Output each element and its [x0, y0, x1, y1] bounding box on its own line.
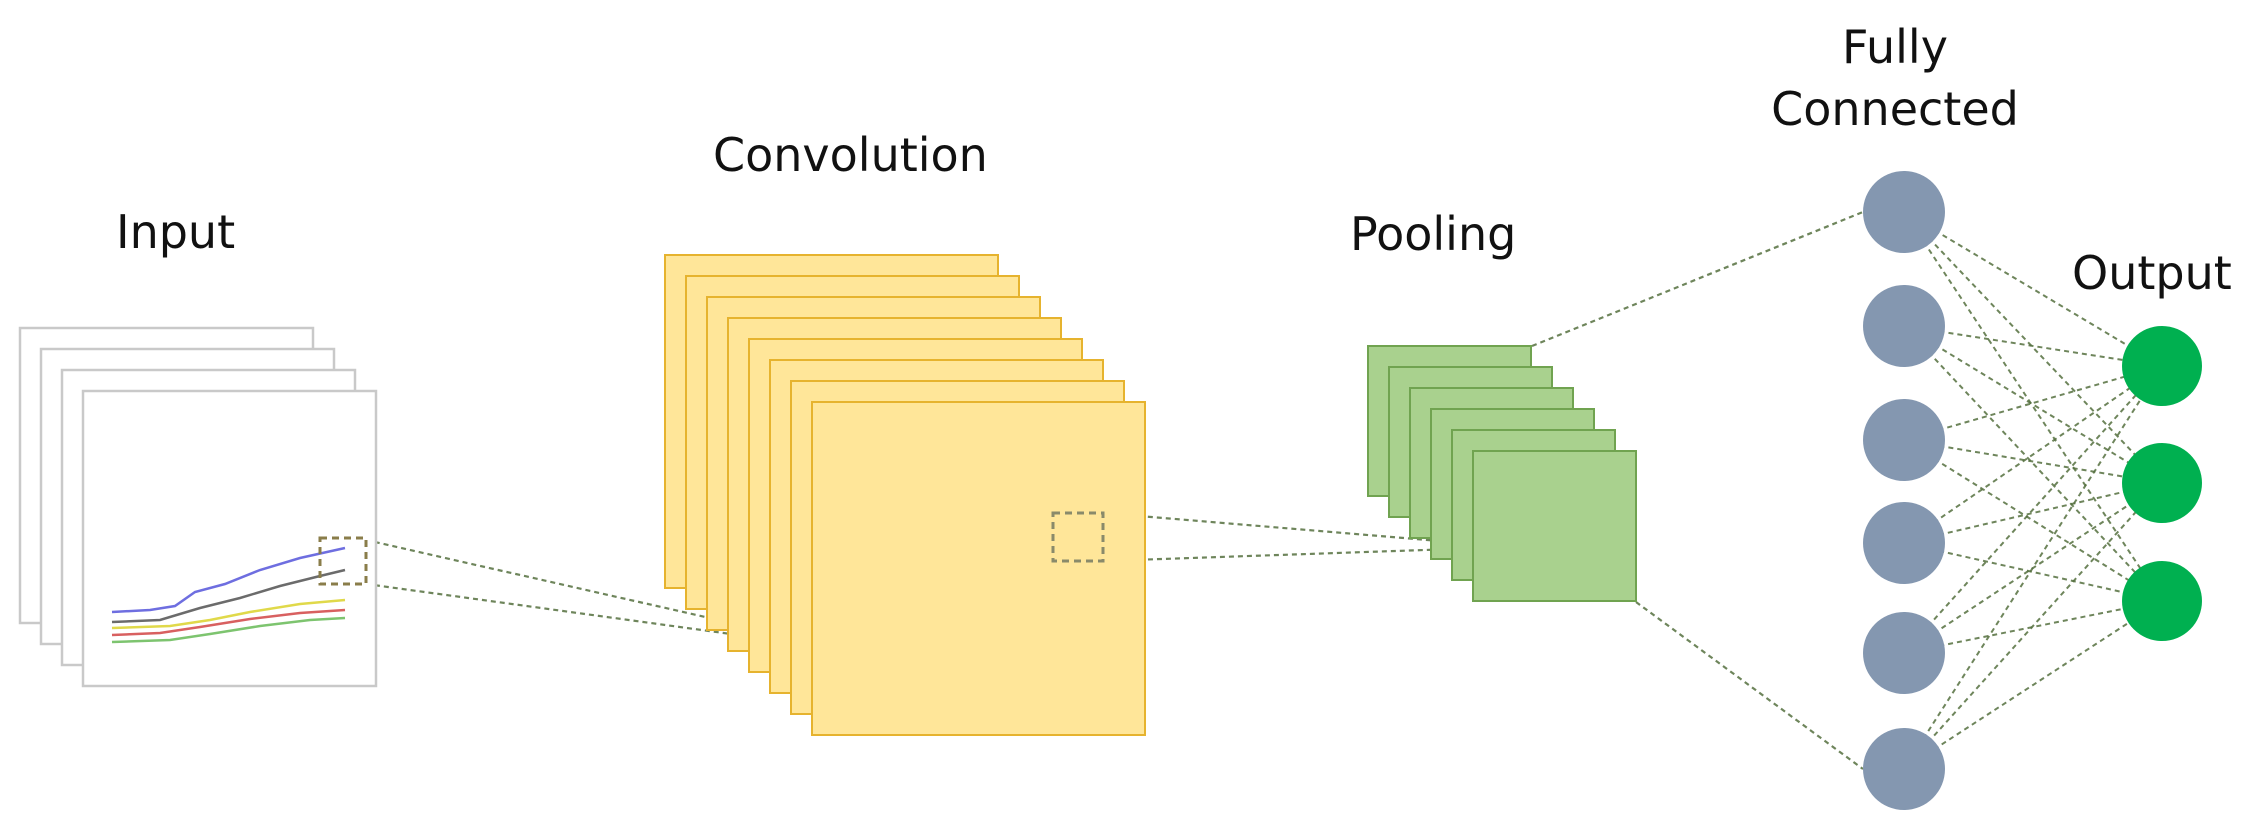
fc-to-output-edge: [1903, 365, 2163, 544]
output-node: [2122, 326, 2202, 406]
signal-plot-line: [111, 546, 346, 614]
fc-node: [1863, 612, 1945, 694]
fc-node: [1863, 285, 1945, 367]
fc-node: [1863, 728, 1945, 810]
input-receptive-field-box: [318, 536, 368, 586]
fc-to-output-edge: [1903, 439, 2163, 484]
input-to-convolution-line: [365, 582, 856, 653]
pooling-feature-map: [1472, 450, 1637, 602]
signal-plot-line: [111, 616, 346, 644]
fully-connected-edges: [1903, 211, 2163, 770]
fully-connected-label: Fully Connected: [1771, 20, 2019, 136]
fc-to-output-edge: [1903, 542, 2163, 602]
convolution-label: Convolution: [713, 128, 988, 182]
input-label: Input: [116, 205, 236, 259]
fc-to-output-edge: [1903, 211, 2163, 602]
fc-to-output-edge: [1903, 482, 2163, 544]
fc-node: [1863, 502, 1945, 584]
input-sheet: [81, 389, 378, 688]
signal-plot-line: [111, 598, 346, 630]
pooling-label: Pooling: [1350, 207, 1517, 261]
fully-connected-nodes: [1863, 171, 1945, 810]
convolution-stack: [664, 254, 1146, 736]
pooling-to-fc-line: [1635, 601, 1864, 770]
output-nodes: [2122, 326, 2202, 641]
fc-to-output-edge: [1903, 365, 2163, 654]
fc-to-output-edge: [1903, 325, 2163, 484]
output-label: Output: [2072, 246, 2232, 300]
signal-plot-line: [111, 608, 346, 637]
output-node: [2122, 561, 2202, 641]
fc-to-output-edge: [1903, 482, 2163, 770]
fc-to-output-edge: [1903, 600, 2163, 770]
pooling-to-fc-line: [1531, 210, 1864, 348]
fc-to-output-edge: [1903, 365, 2163, 770]
fc-to-output-edge: [1903, 600, 2163, 654]
input-stack: [18, 326, 378, 688]
fc-to-output-edge: [1903, 439, 2163, 602]
convolution-receptive-field-box: [1051, 511, 1105, 563]
pooling-stack: [1367, 345, 1637, 602]
convolution-feature-map: [811, 401, 1146, 736]
fc-to-output-edge: [1903, 325, 2163, 367]
output-node: [2122, 443, 2202, 523]
fc-node: [1863, 399, 1945, 481]
fc-node: [1863, 171, 1945, 253]
